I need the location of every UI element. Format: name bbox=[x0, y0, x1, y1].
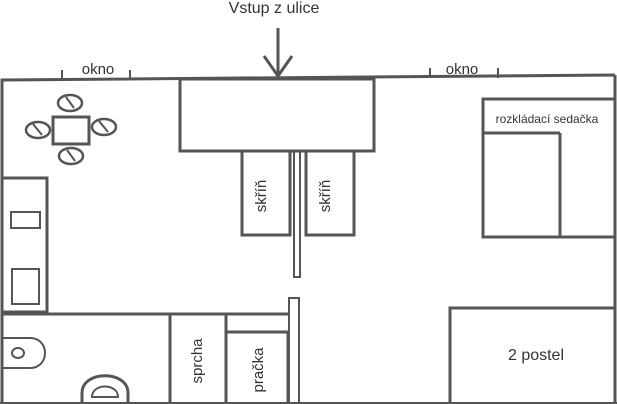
chair-icon-top bbox=[56, 93, 84, 113]
window-left-label: okno bbox=[82, 61, 115, 78]
sink-icon bbox=[80, 374, 130, 404]
partition-wall-lower bbox=[288, 297, 300, 404]
wardrobe-left bbox=[240, 149, 292, 237]
entrance-hall-block bbox=[178, 77, 376, 153]
double-bed-label: 2 postel bbox=[508, 347, 564, 364]
window-left: okno bbox=[61, 61, 131, 80]
kitchen-counter bbox=[0, 176, 49, 314]
chair-icon-left bbox=[24, 120, 52, 140]
washing-machine-label: pračka bbox=[250, 347, 267, 393]
wardrobe-right bbox=[304, 149, 356, 237]
wardrobe-left-label: skříň bbox=[253, 180, 270, 213]
sofa-bed-label: rozkládací sedačka bbox=[496, 112, 599, 126]
wardrobe-right-label: skříň bbox=[317, 180, 334, 213]
kitchen-sink bbox=[10, 211, 41, 229]
toilet-icon bbox=[2, 337, 46, 369]
kitchen-stove bbox=[11, 268, 40, 305]
window-right: okno bbox=[429, 61, 499, 78]
double-bed bbox=[448, 306, 617, 404]
dining-table bbox=[51, 115, 91, 146]
partition-wall-upper bbox=[293, 150, 301, 278]
entrance-arrow-icon bbox=[262, 28, 294, 79]
entrance-label: Vstup z ulice bbox=[229, 0, 320, 17]
chair-icon-bottom bbox=[57, 146, 85, 166]
shower-label: sprcha bbox=[189, 338, 206, 384]
chair-icon-right bbox=[90, 117, 118, 137]
sofa-bed bbox=[481, 97, 617, 239]
window-right-label: okno bbox=[446, 61, 479, 78]
washing-machine bbox=[224, 330, 290, 404]
